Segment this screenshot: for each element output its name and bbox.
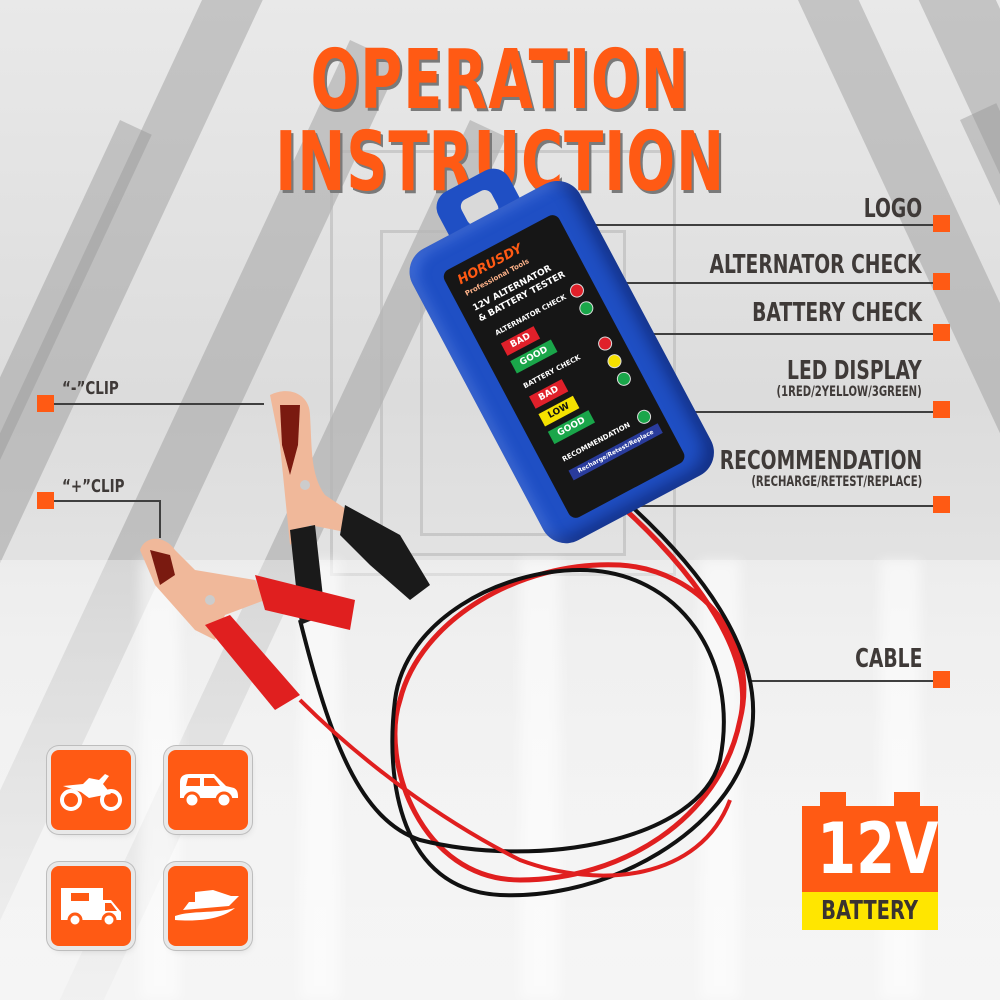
led-recommendation-green [634,407,654,427]
callout-recommendation: RECOMMENDATION (RECHARGE/RETEST/REPLACE) [719,446,922,490]
callout-battery-line [532,333,935,335]
callout-recommendation-marker [933,496,950,513]
led-battery-yellow [605,351,624,371]
callout-alternator-check: ALTERNATOR CHECK [709,250,922,280]
callout-positive-vline [159,500,161,538]
led-battery-green [614,369,634,389]
positive-clip-image [140,538,355,710]
led-alternator-green [576,298,596,318]
callout-logo: LOGO [863,194,922,224]
callout-negative-clip: “-”CLIP [62,378,119,399]
battery-terminal-right [894,792,920,806]
callout-logo-marker [933,215,950,232]
led-battery-red [595,334,615,354]
callout-logo-line [480,224,935,226]
callout-battery-marker [933,324,950,341]
callout-positive-marker [37,492,54,509]
callout-positive-line [54,500,160,502]
car-icon [180,774,238,809]
rv-camper-icon [61,888,121,928]
rv-camper-tile [51,866,131,946]
callout-negative-marker [37,395,54,412]
callout-cable: CABLE [854,644,922,674]
led-alternator-red [567,281,587,301]
motorcycle-icon [60,774,122,811]
callout-cable-marker [933,671,950,688]
battery-label: BATTERY [821,896,919,926]
callout-alternator-marker [933,273,950,290]
callout-cable-line [748,680,935,682]
callout-alternator-line [512,282,935,284]
battery-voltage: 12V [817,808,939,890]
car-tile [168,750,248,830]
callout-battery-check: BATTERY CHECK [752,298,922,328]
battery-terminal-left [820,792,846,806]
boat-tile [168,866,248,946]
callout-led-display: LED DISPLAY (1RED/2YELLOW/3GREEN) [776,356,922,400]
callout-negative-line [54,403,264,405]
callout-led-line [578,411,935,413]
boat-icon [175,890,239,921]
callout-recommendation-line [578,505,935,507]
motorcycle-tile [51,750,131,830]
callout-led-marker [933,401,950,418]
callout-positive-clip: “+”CLIP [62,476,125,497]
